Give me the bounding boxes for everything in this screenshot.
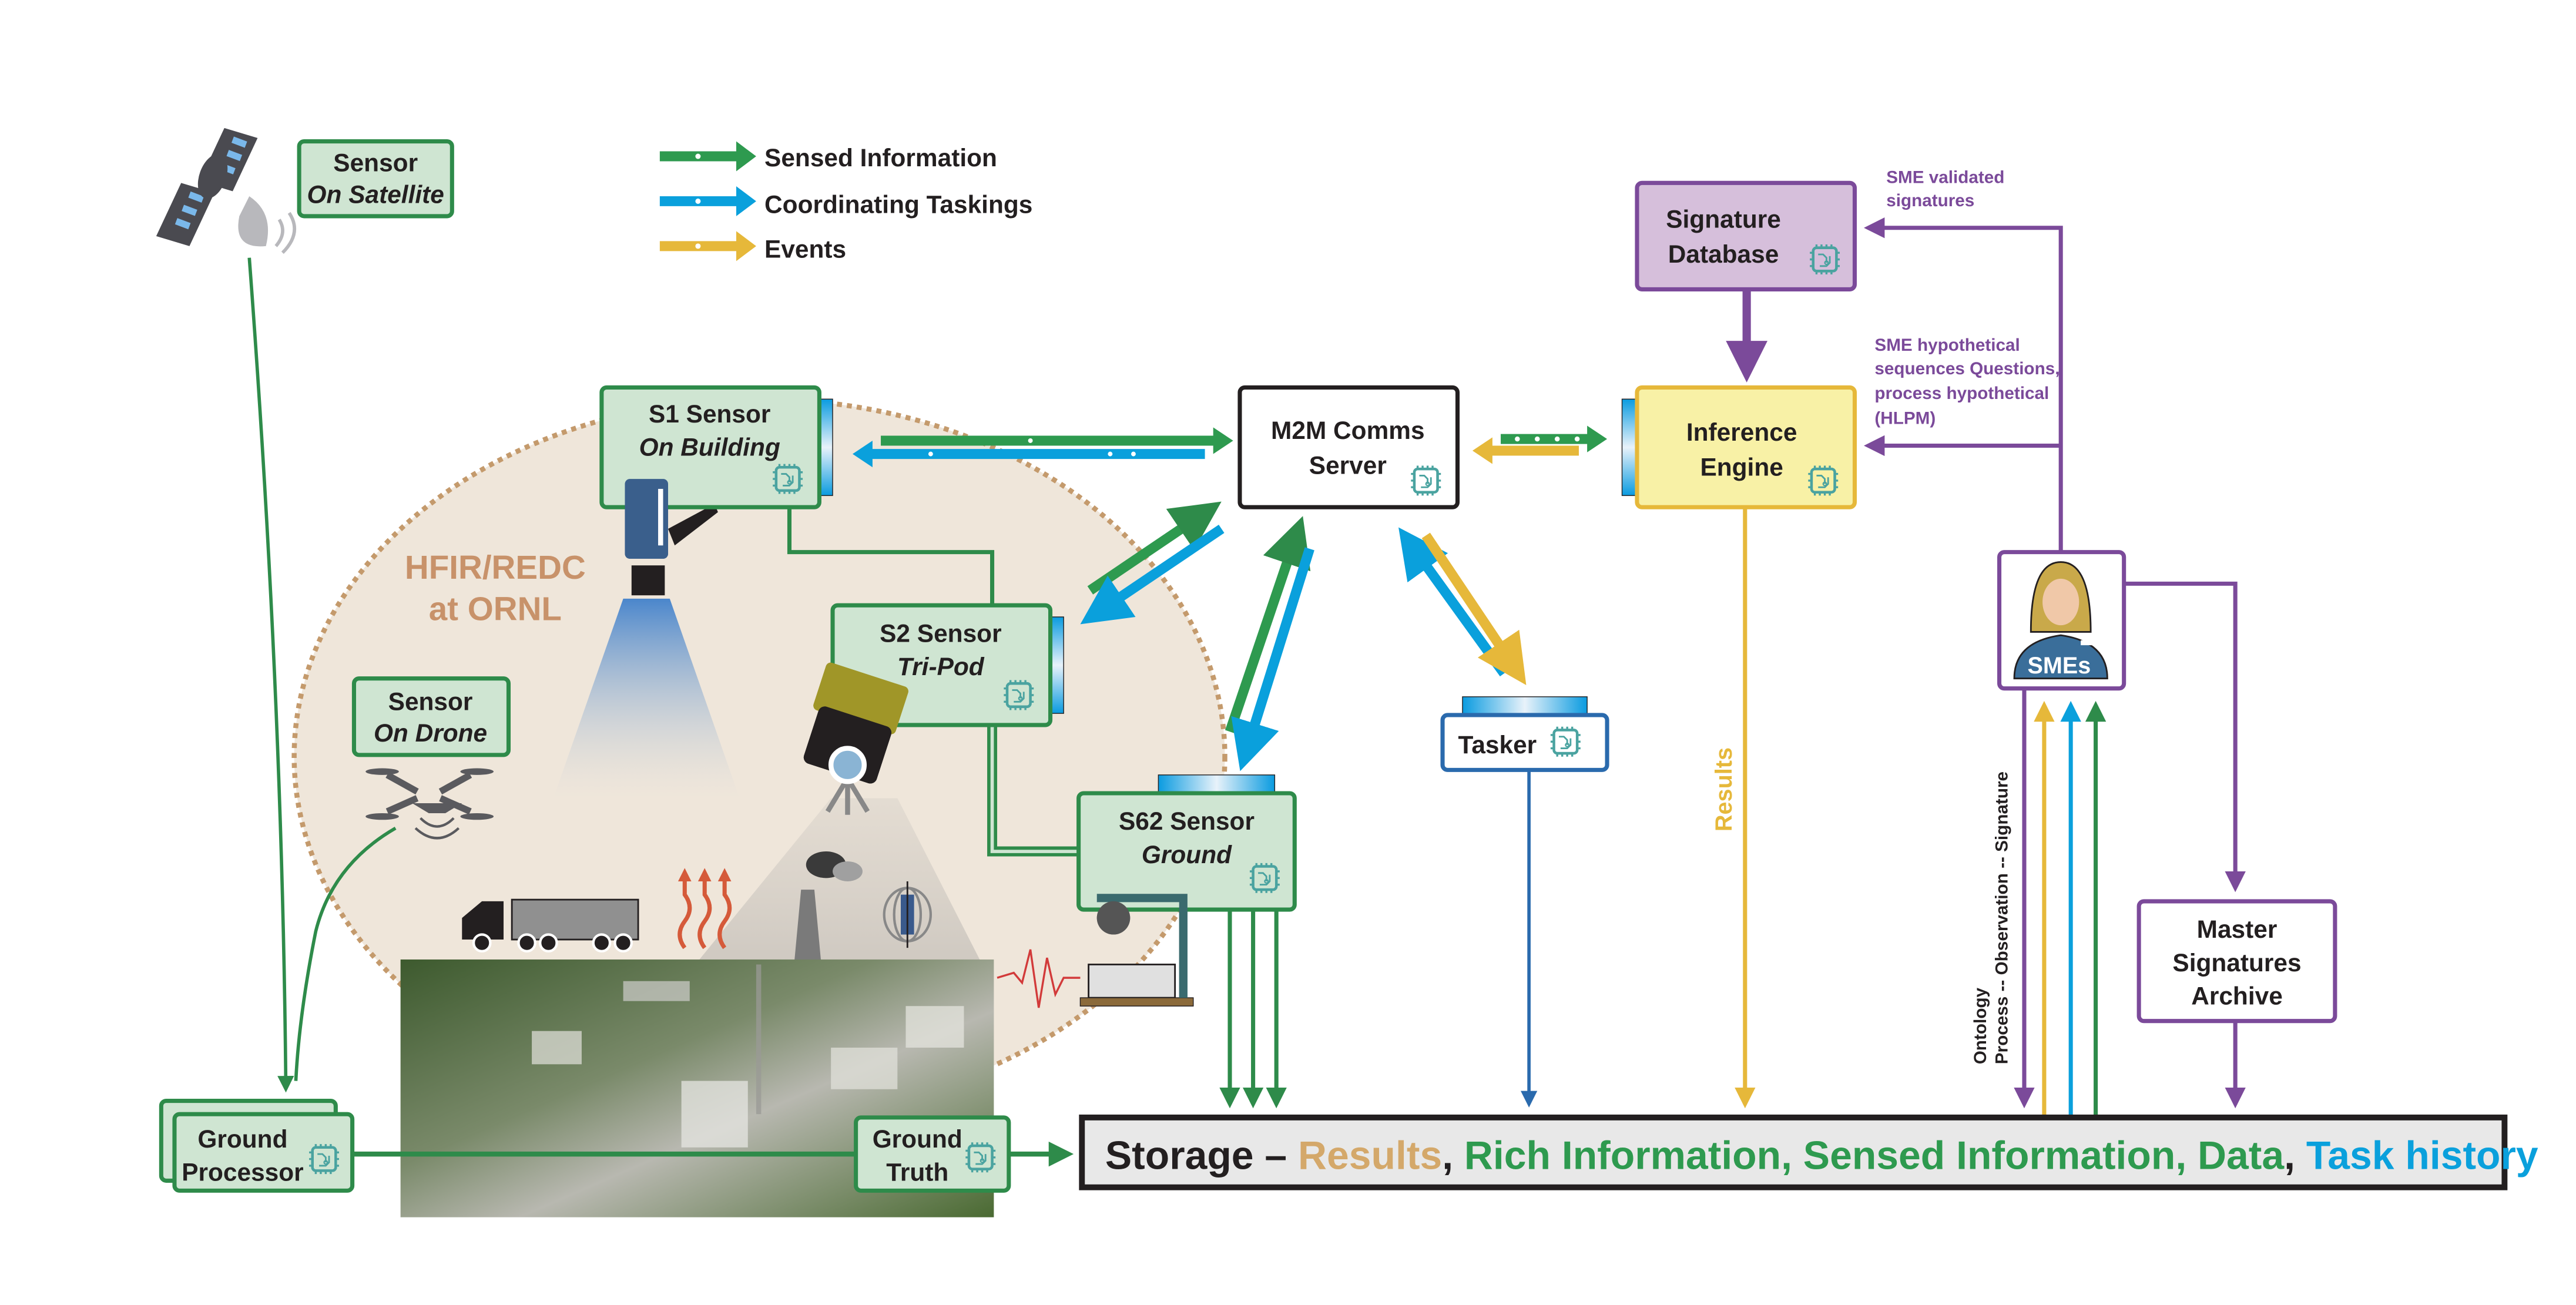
satellite-to-ground-processor-line	[247, 257, 294, 1093]
storage-rich-sensed-data: Rich Information, Sensed Information, Da…	[1464, 1134, 2285, 1178]
svg-text:Truth: Truth	[886, 1158, 948, 1186]
storage-comma: ,	[2284, 1134, 2306, 1178]
s1-m2m-arrows	[852, 427, 1233, 468]
s2-m2m-arrows	[1080, 501, 1225, 625]
storage-node[interactable]: Storage – Results, Rich Information, Sen…	[1079, 1114, 2538, 1190]
svg-text:Master: Master	[2197, 915, 2278, 943]
s62-interface-bar	[1158, 774, 1276, 794]
sme-feedback-lines	[1864, 217, 2246, 1109]
storage-results: Results	[1298, 1134, 1442, 1178]
sme-hypothetical-label-3: process hypothetical	[1874, 384, 2049, 403]
svg-text:Engine: Engine	[1700, 453, 1783, 481]
svg-text:On Satellite: On Satellite	[307, 180, 444, 208]
svg-text:Signature: Signature	[1666, 206, 1781, 233]
sme-validated-label-1: SME validated	[1886, 167, 2004, 187]
m2m-inference-arrows	[1472, 425, 1608, 464]
svg-text:Archive: Archive	[2191, 982, 2283, 1009]
smes-node[interactable]: SMEs	[1997, 550, 2126, 691]
heat-waves-icon	[677, 868, 732, 950]
process-observation-signature-label: Process -- Observation -- Signature	[1993, 771, 2012, 1064]
tasker-interface-bar	[1462, 696, 1588, 716]
s1-s2-wire	[787, 507, 995, 606]
storage-comma: ,	[1442, 1134, 1464, 1178]
legend-item-tasking: Coordinating Taskings	[659, 186, 1032, 218]
region-label-line1: HFIR/REDC	[405, 549, 586, 586]
sensor-drone-node[interactable]: Sensor On Drone	[351, 676, 511, 757]
svg-text:S1 Sensor: S1 Sensor	[649, 400, 770, 428]
storage-task-history: Task history	[2306, 1134, 2538, 1178]
smokestack-icon	[794, 851, 863, 961]
drone-icon	[365, 768, 494, 840]
s62-m2m-arrows	[1225, 516, 1314, 771]
person-avatar-icon	[2013, 561, 2108, 680]
svg-text:Server: Server	[1309, 452, 1387, 479]
svg-text:S2 Sensor: S2 Sensor	[880, 619, 1001, 647]
signature-database-node[interactable]: Signature Database	[1635, 180, 1857, 291]
inference-interface-bar	[1621, 398, 1638, 496]
tasker-node[interactable]: Tasker	[1440, 713, 1609, 772]
svg-text:Inference: Inference	[1686, 418, 1797, 446]
inference-engine-node[interactable]: Inference Engine	[1635, 385, 1857, 509]
svg-text:On Building: On Building	[639, 433, 780, 461]
master-signatures-archive-node[interactable]: Master Signatures Archive	[2136, 899, 2337, 1024]
svg-text:Ground: Ground	[197, 1125, 287, 1153]
svg-text:Ground: Ground	[873, 1125, 962, 1153]
sme-validated-label-2: signatures	[1886, 191, 1974, 210]
storage-to-sme-arrows	[2034, 700, 2107, 1118]
truck-icon	[462, 898, 639, 952]
sensor-satellite-node[interactable]: Sensor On Satellite	[297, 139, 454, 219]
results-vertical-label: Results	[1711, 747, 1737, 831]
svg-text:Sensor: Sensor	[388, 687, 473, 715]
svg-text:M2M Comms: M2M Comms	[1271, 417, 1425, 444]
satellite-icon	[156, 128, 297, 254]
s62-storage-arrows	[1219, 910, 1287, 1109]
region-label-line2: at ORNL	[429, 591, 562, 628]
legend: Sensed Information Coordinating Taskings…	[659, 141, 1032, 263]
storage-label: Storage – Results, Rich Information, Sen…	[1105, 1134, 2538, 1178]
sme-hypothetical-label-2: sequences Questions,	[1874, 359, 2060, 378]
m2m-tasker-arrows	[1398, 527, 1527, 685]
s1-sensor-node[interactable]: S1 Sensor On Building	[599, 385, 821, 509]
ontology-label: Ontology	[1971, 987, 1990, 1064]
svg-text:Events: Events	[764, 236, 846, 263]
svg-text:Tasker: Tasker	[1458, 731, 1537, 759]
sme-hypothetical-label-4: (HLPM)	[1874, 409, 1936, 428]
m2m-comms-server-node[interactable]: M2M Comms Server	[1237, 385, 1460, 509]
magnet-field-icon	[883, 881, 933, 948]
svg-text:Database: Database	[1668, 240, 1779, 268]
legend-item-sensed: Sensed Information	[659, 141, 997, 172]
svg-text:Ground: Ground	[1142, 841, 1232, 868]
svg-text:SMEs: SMEs	[2027, 653, 2091, 679]
ground-processor-node[interactable]: Ground Processor	[159, 1099, 355, 1193]
s1-camera-beam	[553, 598, 740, 799]
svg-text:Coordinating Taskings: Coordinating Taskings	[764, 190, 1032, 218]
svg-text:Processor: Processor	[182, 1158, 303, 1186]
sme-hypothetical-label-1: SME hypothetical	[1874, 336, 2020, 355]
storage-prefix: Storage –	[1105, 1134, 1298, 1178]
drone-to-ground-processor-line	[294, 826, 397, 1081]
photo-buildings	[532, 964, 964, 1148]
ground-truth-node[interactable]: Ground Truth	[854, 1115, 1011, 1193]
svg-text:Sensor: Sensor	[333, 149, 418, 176]
svg-text:Signatures: Signatures	[2172, 949, 2301, 977]
svg-text:Sensed Information: Sensed Information	[764, 144, 997, 172]
s62-sensor-node[interactable]: S62 Sensor Ground	[1076, 791, 1297, 912]
svg-text:Tri-Pod: Tri-Pod	[897, 653, 985, 680]
legend-item-events: Events	[659, 231, 846, 263]
svg-text:S62 Sensor: S62 Sensor	[1119, 807, 1255, 835]
svg-text:On Drone: On Drone	[374, 719, 487, 747]
